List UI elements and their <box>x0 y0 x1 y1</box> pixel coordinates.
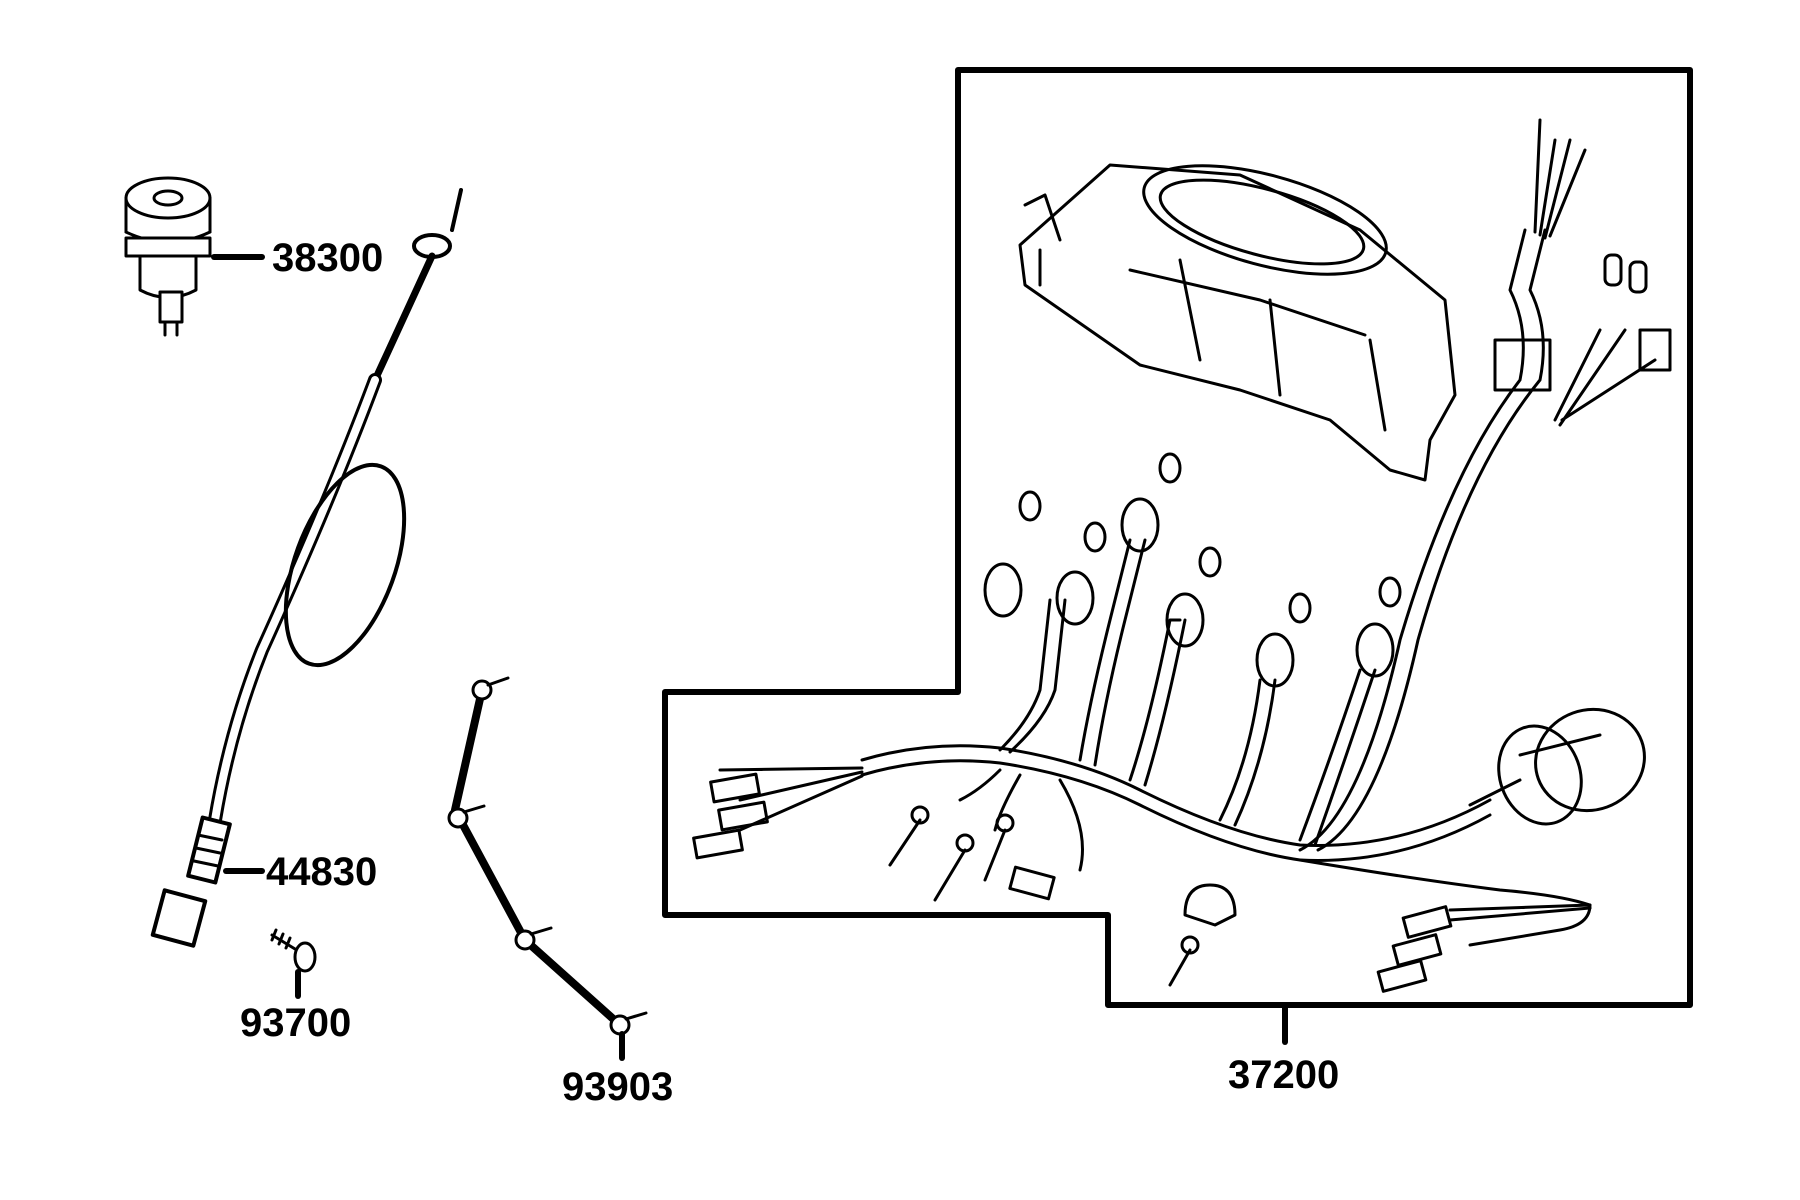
part-number-37200: 37200 <box>1228 1053 1339 1097</box>
instrument-cluster-icon <box>1018 163 1457 482</box>
bulb-icon <box>1018 452 1402 624</box>
screw-icon <box>888 805 1200 987</box>
connector-icon <box>692 772 1453 993</box>
wiring-harness-icon <box>718 118 1672 947</box>
part-number-93700: 93700 <box>240 1001 351 1045</box>
clip-screws-icon <box>447 676 648 1036</box>
ignition-switch-icon <box>124 176 212 337</box>
cable-clamp-icon <box>1183 883 1237 927</box>
assembly-frame <box>662 67 1693 1008</box>
part-number-38300: 38300 <box>272 236 383 280</box>
bulb-socket-icon <box>983 497 1395 688</box>
horn-icon <box>1468 707 1646 826</box>
screw-icon <box>270 928 317 973</box>
part-number-44830: 44830 <box>266 850 377 894</box>
part-number-93903: 93903 <box>562 1065 673 1109</box>
speedometer-cable-icon <box>150 188 463 948</box>
